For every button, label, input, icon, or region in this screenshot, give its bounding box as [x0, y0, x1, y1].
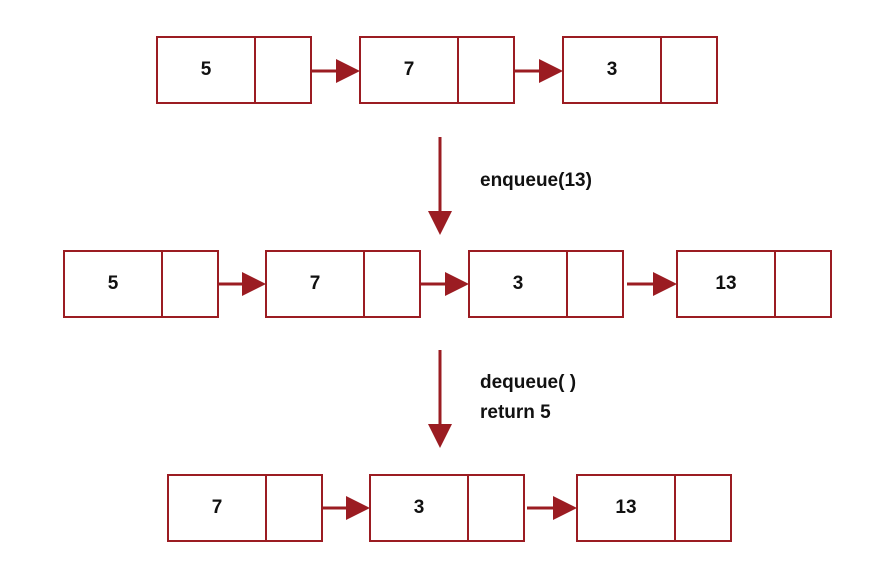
node-next-pointer: [776, 252, 830, 316]
queue-node: 3: [562, 36, 718, 104]
queue-node: 7: [265, 250, 421, 318]
queue-node: 5: [156, 36, 312, 104]
node-value: 3: [470, 252, 568, 316]
node-next-pointer: [267, 476, 321, 540]
node-next-pointer: [365, 252, 419, 316]
queue-node: 13: [676, 250, 832, 318]
queue-node: 5: [63, 250, 219, 318]
node-next-pointer: [662, 38, 716, 102]
node-value: 13: [678, 252, 776, 316]
node-value: 3: [371, 476, 469, 540]
dequeue-label: dequeue( ): [480, 372, 577, 393]
node-value: 7: [361, 38, 459, 102]
queue-node: 7: [359, 36, 515, 104]
node-value: 5: [158, 38, 256, 102]
node-value: 7: [169, 476, 267, 540]
dequeue-result: return 5: [480, 402, 551, 423]
enqueue-label: enqueue(13): [480, 170, 592, 191]
node-next-pointer: [459, 38, 513, 102]
node-value: 3: [564, 38, 662, 102]
node-next-pointer: [469, 476, 523, 540]
node-value: 13: [578, 476, 676, 540]
node-next-pointer: [163, 252, 217, 316]
queue-node: 13: [576, 474, 732, 542]
node-value: 5: [65, 252, 163, 316]
node-next-pointer: [568, 252, 622, 316]
node-next-pointer: [256, 38, 310, 102]
node-value: 7: [267, 252, 365, 316]
queue-node: 3: [369, 474, 525, 542]
node-next-pointer: [676, 476, 730, 540]
queue-node: 7: [167, 474, 323, 542]
queue-node: 3: [468, 250, 624, 318]
